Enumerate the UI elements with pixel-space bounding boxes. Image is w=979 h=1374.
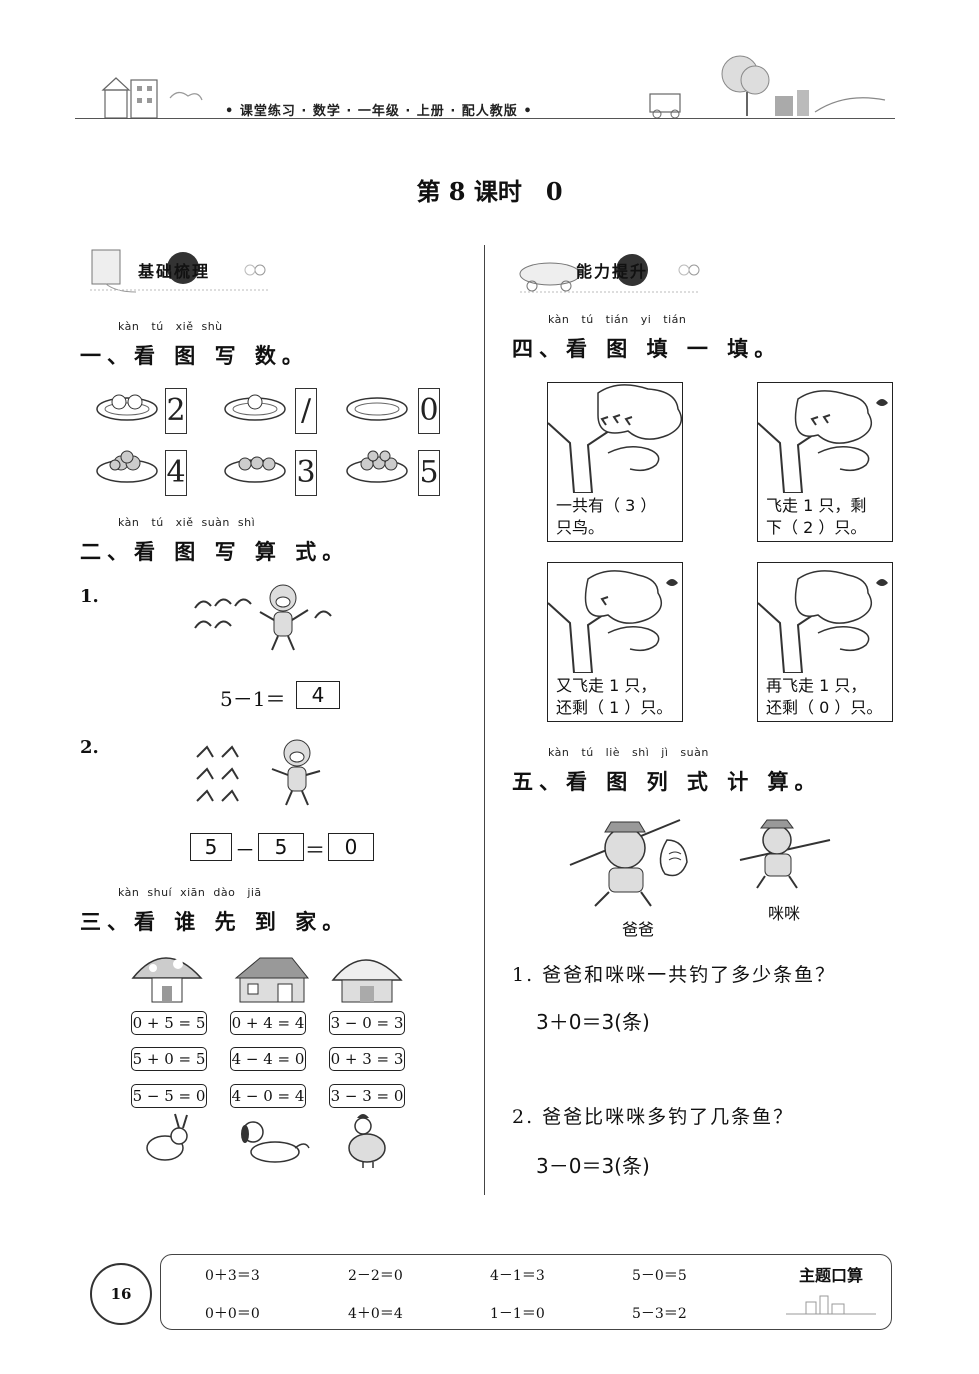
q1-answer-berries-3: 3 — [295, 450, 317, 496]
footer-eq-8: 5－3＝2 — [632, 1306, 687, 1322]
footer-eq-6: 4＋0＝4 — [348, 1306, 403, 1322]
q5-pinyin: kàn tú liè shì jì suàn — [548, 746, 709, 759]
q4-pinyin: kàn tú tián yi tián — [548, 313, 687, 326]
q3-pinyin: kàn shuí xiān dào jiā — [118, 886, 262, 899]
header-illustration-left — [101, 77, 203, 119]
q2-item2-equals: ＝ — [305, 838, 325, 862]
header-illustration-right — [649, 55, 886, 119]
series-title: • 课堂练习 · 数学 · 一年级 · 上册 · 配人教版 • — [225, 104, 533, 119]
q5-answer-2: 3－0＝3(条) — [536, 1154, 650, 1178]
q3-eq-r1c1: 0 + 5 = 5 — [131, 1011, 207, 1035]
footer-eq-2: 2－2＝0 — [348, 1268, 403, 1284]
q4-card-4: 再飞走 1 只， 还剩（ 0 ）只。 — [757, 562, 893, 722]
q4-card-2-caption: 飞走 1 只，剩 下（ 2 ）只。 — [766, 496, 867, 537]
q1-answer-apples-1: / — [295, 388, 317, 434]
tree-birds-illustration-2 — [757, 390, 888, 494]
q3-eq-r3c2: 4 − 0 = 4 — [230, 1084, 306, 1108]
q4-card-1: 一共有（ 3 ） 只鸟。 — [547, 382, 683, 542]
page-number-badge: 16 — [90, 1263, 152, 1325]
q3-eq-r2c1: 5 + 0 = 5 — [131, 1047, 207, 1071]
q1-answer-berries-5: 5 — [418, 450, 440, 496]
q3-eq-r2c3: 0 + 3 = 3 — [329, 1047, 405, 1071]
q2-item2-box-a: 5 — [190, 833, 232, 861]
q3-title: 三、看 谁 先 到 家。 — [80, 910, 350, 934]
column-divider — [484, 245, 485, 1195]
q2-item1-equation: 5－1＝ — [220, 687, 286, 711]
q5-problem-1: 1. 爸爸和咪咪一共钓了多少条鱼？ — [512, 964, 837, 986]
cats-fishing-illustration — [569, 819, 831, 907]
section-banner-basic: 基础梳理 — [138, 262, 211, 281]
page-title: 第 8 课时 0 — [416, 177, 563, 206]
houses-illustration — [131, 957, 403, 1003]
q1-pinyin: kàn tú xiě shù — [118, 320, 223, 333]
q2-item2-box-b: 5 — [258, 833, 304, 861]
footer-eq-7: 1－1＝0 — [490, 1306, 545, 1322]
q4-card-1-caption: 一共有（ 3 ） 只鸟。 — [556, 496, 657, 537]
q3-eq-r2c2: 4 − 4 = 0 — [230, 1047, 306, 1071]
q1-answer-berries-4: 4 — [165, 450, 187, 496]
q4-card-4-caption: 再飞走 1 只， 还剩（ 0 ）只。 — [766, 676, 883, 717]
label-kid: 咪咪 — [768, 904, 801, 923]
q5-problem-2: 2. 爸爸比咪咪多钓了几条鱼？ — [512, 1106, 795, 1128]
q3-eq-r3c3: 3 − 3 = 0 — [329, 1084, 405, 1108]
monkey-bananas-illustration-1 — [194, 584, 332, 651]
tree-birds-illustration-1 — [547, 384, 683, 494]
footer-skyline-decoration — [786, 1295, 876, 1315]
q3-eq-r1c3: 3 − 0 = 3 — [329, 1011, 405, 1035]
q3-eq-r3c1: 5 − 5 = 0 — [131, 1084, 207, 1108]
q2-pinyin: kàn tú xiě suàn shì — [118, 516, 256, 529]
mental-math-panel — [160, 1254, 892, 1330]
q5-title: 五、看 图 列 式 计 算。 — [512, 770, 822, 794]
tree-birds-illustration-3 — [547, 570, 678, 674]
banner-icon-left — [90, 249, 270, 293]
footer-label: 主题口算 — [798, 1266, 863, 1285]
q4-card-2: 飞走 1 只，剩 下（ 2 ）只。 — [757, 382, 893, 542]
footer-eq-4: 5－0＝5 — [632, 1268, 687, 1284]
q2-item2-result-box: 0 — [328, 833, 374, 861]
q1-title: 一、看 图 写 数。 — [80, 344, 309, 368]
q2-item1-number: 1. — [80, 586, 99, 607]
q1-answer-apples-2: 2 — [165, 388, 187, 434]
footer-eq-3: 4－1＝3 — [490, 1268, 545, 1284]
label-dad: 爸爸 — [622, 920, 655, 939]
q4-card-3-caption: 又飞走 1 只， 还剩（ 1 ）只。 — [556, 676, 673, 717]
q4-card-3: 又飞走 1 只， 还剩（ 1 ）只。 — [547, 562, 683, 722]
footer-eq-5: 0＋0＝0 — [205, 1306, 260, 1322]
section-banner-advanced: 能力提升 — [576, 262, 649, 281]
tree-birds-illustration-4 — [757, 570, 888, 674]
q2-item1-answer-box: 4 — [296, 681, 340, 709]
monkey-peels-illustration-2 — [196, 739, 321, 806]
header-rule — [75, 118, 895, 119]
footer-eq-1: 0＋3＝3 — [205, 1268, 260, 1284]
q3-eq-r1c2: 0 + 4 = 4 — [230, 1011, 306, 1035]
q2-title: 二、看 图 写 算 式。 — [80, 540, 350, 564]
q1-answer-apples-0: 0 — [418, 388, 440, 434]
banner-icon-right — [519, 254, 700, 293]
q5-answer-1: 3＋0＝3(条) — [536, 1010, 650, 1034]
animals-illustration — [146, 1113, 386, 1168]
q4-title: 四、看 图 填 一 填。 — [512, 337, 782, 361]
q2-item2-minus: － — [235, 838, 255, 862]
plate-illustrations — [96, 394, 408, 483]
q2-item2-number: 2. — [80, 737, 99, 758]
